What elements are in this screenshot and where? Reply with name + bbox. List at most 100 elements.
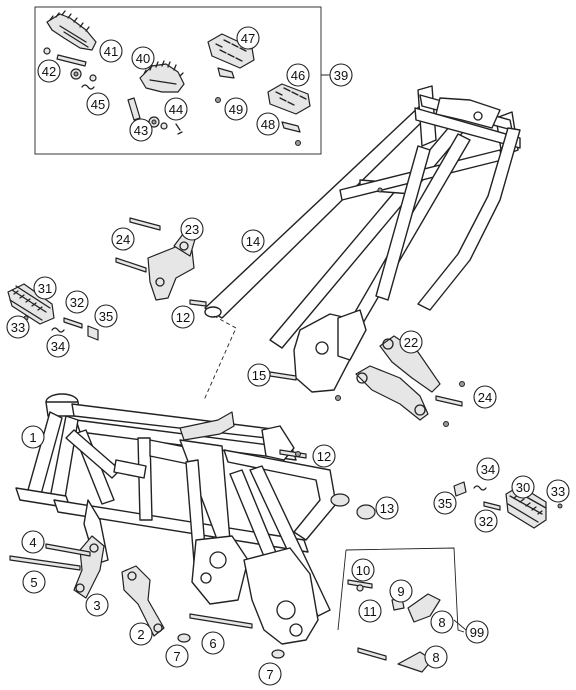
callout-nut: 49 — [224, 97, 248, 121]
callout-circle — [241, 229, 265, 253]
callout-number: 15 — [252, 368, 266, 383]
callout-number: 32 — [479, 514, 493, 529]
callout-kit: 99 — [465, 620, 489, 644]
callout-washer: 44 — [164, 97, 188, 121]
callout-screw: 4 — [21, 530, 45, 554]
callout-spacer: 9 — [389, 579, 413, 603]
callout-number: 34 — [481, 462, 495, 477]
footrest-bracket-22-drawing — [355, 335, 441, 421]
callout-cotter-pin: 43 — [129, 118, 153, 142]
callout-number: 5 — [30, 575, 37, 590]
screw-12-upper-drawing — [189, 299, 207, 307]
callout-number: 9 — [397, 584, 404, 599]
bracket-2-drawing — [121, 565, 165, 637]
callout-number: 13 — [380, 501, 394, 516]
callout-circle — [65, 290, 89, 314]
callout-number: 24 — [478, 390, 492, 405]
callout-circle — [465, 620, 489, 644]
callout-bracket: 48 — [256, 112, 280, 136]
callout-number: 42 — [42, 64, 56, 79]
callout-circle — [33, 276, 57, 300]
callout-circle — [256, 112, 280, 136]
callout-bracket: 8 — [424, 645, 448, 669]
callout-number: 7 — [173, 649, 180, 664]
callout-circle — [224, 97, 248, 121]
screws-4-5-6-drawing — [9, 543, 253, 629]
callout-number: 34 — [51, 339, 65, 354]
callout-bushing: 7 — [165, 644, 189, 668]
callout-number: 22 — [404, 335, 418, 350]
callout-number: 6 — [209, 636, 216, 651]
callout-number: 12 — [317, 449, 331, 464]
callout-footrest: 47 — [236, 26, 260, 50]
callout-circle — [476, 457, 500, 481]
callout-circle — [85, 593, 109, 617]
footrest-pin-42-drawing — [43, 47, 97, 90]
callout-circle — [236, 26, 260, 50]
callout-number: 7 — [266, 667, 273, 682]
callout-number: 2 — [137, 627, 144, 642]
callout-number: 49 — [229, 102, 243, 117]
callout-bracket: 8 — [430, 610, 454, 634]
callout-subframe: 14 — [241, 229, 265, 253]
callout-circle — [164, 97, 188, 121]
callout-footrest: 46 — [286, 63, 310, 87]
callout-circle — [375, 496, 399, 520]
callout-number: 44 — [169, 102, 183, 117]
callout-passenger-footrest: 31 — [33, 276, 57, 300]
mounting-line-drawing — [203, 315, 237, 401]
callout-number: 35 — [438, 496, 452, 511]
callout-number: 12 — [176, 310, 190, 325]
callout-washer: 35 — [433, 491, 457, 515]
callout-bracket: 23 — [180, 217, 204, 241]
callout-spring: 34 — [476, 457, 500, 481]
callout-number: 11 — [363, 604, 377, 619]
callout-circle — [329, 63, 353, 87]
screw-12-lower-drawing — [279, 449, 307, 459]
callout-circle — [312, 444, 336, 468]
subframe-drawing — [204, 85, 521, 393]
callout-number: 45 — [91, 97, 105, 112]
callout-footrest: 40 — [131, 46, 155, 70]
callout-circle — [247, 363, 271, 387]
callout-nut: 11 — [358, 599, 382, 623]
footrest-40-drawing — [139, 60, 185, 93]
washer-44-drawing — [127, 97, 183, 135]
callout-screw: 24 — [473, 385, 497, 409]
callout-screw: 6 — [201, 631, 225, 655]
footrest-41-drawing — [46, 10, 97, 51]
callout-number: 99 — [470, 625, 484, 640]
callout-number: 23 — [185, 222, 199, 237]
callout-number: 1 — [29, 430, 36, 445]
callout-number: 30 — [516, 480, 530, 495]
callout-circle — [37, 59, 61, 83]
callout-circle — [474, 509, 498, 533]
callout-circle — [111, 227, 135, 251]
callout-number: 3 — [93, 598, 100, 613]
footrest-47-drawing — [207, 33, 255, 103]
callout-circle — [546, 479, 570, 503]
callout-footrest-kit: 39 — [329, 63, 353, 87]
callout-number: 8 — [432, 650, 439, 665]
callout-circle — [94, 304, 118, 328]
callout-number: 10 — [356, 563, 370, 578]
callout-circle — [351, 558, 375, 582]
callout-circle — [99, 39, 123, 63]
callout-number: 40 — [136, 51, 150, 66]
callout-number: 33 — [551, 484, 565, 499]
callout-number: 48 — [261, 117, 275, 132]
callout-footrest-pin: 42 — [37, 59, 61, 83]
kit-99-bracket — [337, 547, 465, 673]
callout-circle — [258, 662, 282, 686]
callout-bracket: 2 — [129, 622, 153, 646]
callout-cotter-pin: 33 — [6, 315, 30, 339]
callout-circle — [86, 92, 110, 116]
callout-number: 39 — [334, 68, 348, 83]
callout-number: 14 — [246, 234, 260, 249]
callout-footrest-bracket: 22 — [399, 330, 423, 354]
callout-circle — [21, 530, 45, 554]
main-frame-drawing — [15, 393, 337, 645]
callout-spring: 34 — [46, 334, 70, 358]
